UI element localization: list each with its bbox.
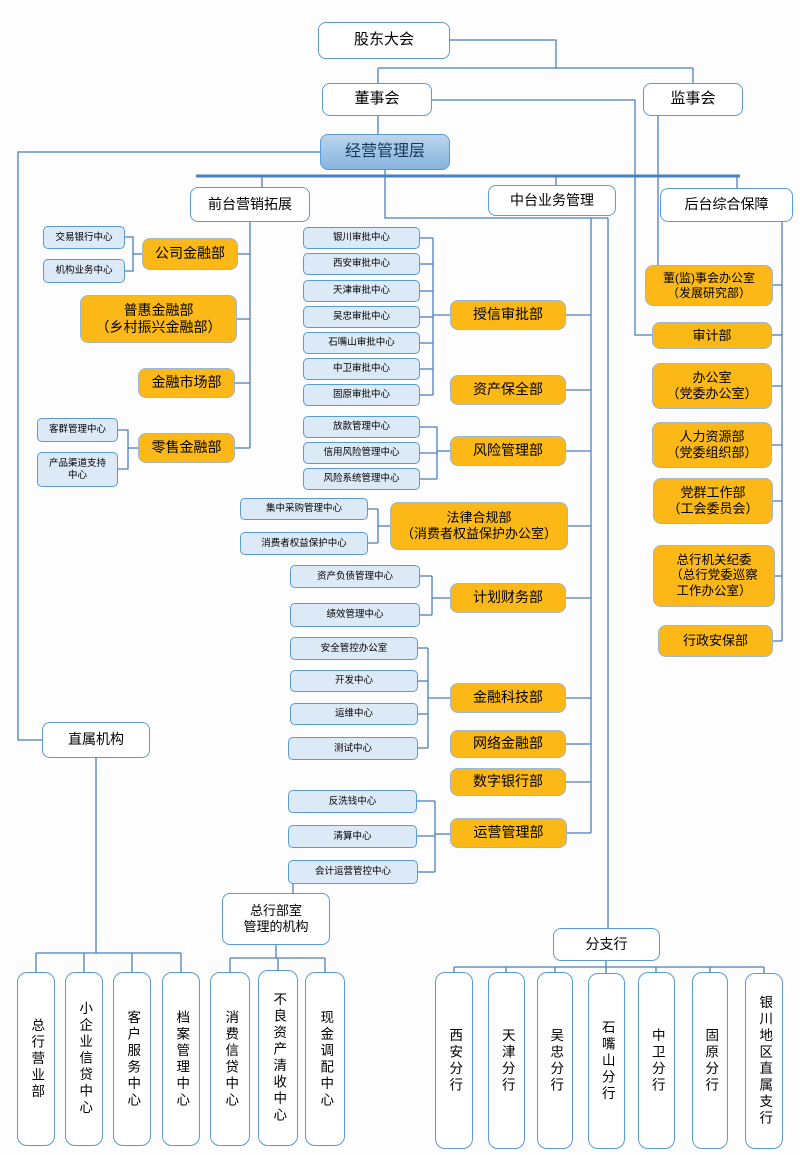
back-office-support: 后台综合保障 [660,188,793,222]
guyuan-branch: 固原分行 [692,972,728,1149]
connector [125,236,134,272]
wuzhong-branch: 吴忠分行 [537,972,573,1149]
cash-allocation-center: 现金调配中心 [305,972,345,1146]
security-control-office: 安全管控办公室 [290,637,418,660]
internet-finance-dept: 网络金融部 [450,730,566,758]
shizuishan-branch: 石嘴山分行 [588,973,625,1149]
front-office-marketing: 前台营销拓展 [190,187,310,222]
middle-office-business: 中台业务管理 [488,185,616,216]
trading-bank-center: 交易银行中心 [43,226,125,249]
connector [118,429,129,470]
customer-group-center: 客群管理中心 [37,418,118,442]
asset-preservation-dept: 资产保全部 [450,375,566,405]
risk-management-dept: 风险管理部 [450,436,566,466]
direct-institutions: 直属机构 [42,722,150,758]
admin-security-dept: 行政安保部 [658,625,773,657]
audit-dept: 审计部 [652,322,772,349]
inclusive-finance-dept: 普惠金融部 （乡村振兴金融部） [80,295,237,343]
digital-banking-dept: 数字银行部 [450,768,566,796]
aml-center: 反洗钱中心 [288,790,417,813]
development-center: 开发中心 [290,670,418,692]
tianjin-branch: 天津分行 [488,972,525,1149]
credit-risk-mgmt-center: 信用风险管理中心 [303,442,420,464]
accounting-ops-center: 会计运营管控中心 [288,860,418,884]
consumer-rights-center: 消费者权益保护中心 [240,532,368,555]
loan-disbursement-center: 放款管理中心 [303,416,420,438]
risk-system-mgmt-center: 风险系统管理中心 [303,468,420,490]
asset-liability-center: 资产负债管理中心 [290,565,420,588]
credit-approval-dept: 授信审批部 [450,300,566,330]
zhongwei-approval-center: 中卫审批中心 [303,358,420,380]
board-of-supervisors: 监事会 [643,83,743,116]
archives-mgmt-center: 档案管理中心 [162,972,200,1146]
management-layer: 经营管理层 [320,134,450,170]
small-enterprise-credit-center: 小企业信贷中心 [65,972,103,1146]
legal-compliance-dept: 法律合规部 （消费者权益保护办公室） [390,502,568,550]
ho-banking-dept: 总行营业部 [17,972,55,1146]
discipline-committee: 总行机关纪委 （总行党委巡察 工作办公室） [653,545,775,607]
wuzhong-approval-center: 吴忠审批中心 [303,306,420,328]
branches: 分支行 [553,928,660,961]
testing-center: 测试中心 [288,737,418,760]
product-channel-center: 产品渠道支持 中心 [37,452,118,487]
customer-service-center: 客户服务中心 [113,972,151,1146]
xian-branch: 西安分行 [435,972,473,1149]
operations-mgmt-dept: 运营管理部 [450,818,567,848]
party-masses-work-dept: 党群工作部 （工会委员会） [653,478,773,524]
planning-finance-dept: 计划财务部 [450,583,566,613]
corporate-finance-dept: 公司金融部 [142,238,238,270]
central-procurement-center: 集中采购管理中心 [240,498,368,520]
performance-mgmt-center: 绩效管理中心 [290,603,420,627]
fintech-dept: 金融科技部 [450,683,566,713]
board-of-directors: 董事会 [322,83,432,116]
ho-managed-institutions: 总行部室 管理的机构 [222,893,330,945]
clearing-center: 清算中心 [288,825,417,848]
board-office: 董(监)事会办公室 （发展研究部） [645,265,773,306]
guyuan-approval-center: 固原审批中心 [303,384,420,406]
tianjin-approval-center: 天津审批中心 [303,280,420,302]
shizuishan-approval-center: 石嘴山审批中心 [303,332,420,354]
institutional-business-center: 机构业务中心 [43,259,125,283]
operations-maintenance-center: 运维中心 [290,703,418,725]
shareholders-meeting: 股东大会 [318,22,450,59]
financial-markets-dept: 金融市场部 [138,368,235,398]
npa-collection-center: 不良资产清收中心 [258,970,298,1146]
general-office: 办公室 （党委办公室） [652,363,772,409]
hr-dept: 人力资源部 （党委组织部） [652,422,772,468]
zhongwei-branch: 中卫分行 [638,972,675,1149]
xian-approval-center: 西安审批中心 [303,253,420,275]
connector [450,39,557,68]
retail-finance-dept: 零售金融部 [138,433,235,463]
yinchuan-direct-subbranch: 银川地区直属支行 [745,973,783,1149]
yinchuan-approval-center: 银川审批中心 [303,227,420,249]
consumer-credit-center: 消费信贷中心 [210,972,250,1146]
